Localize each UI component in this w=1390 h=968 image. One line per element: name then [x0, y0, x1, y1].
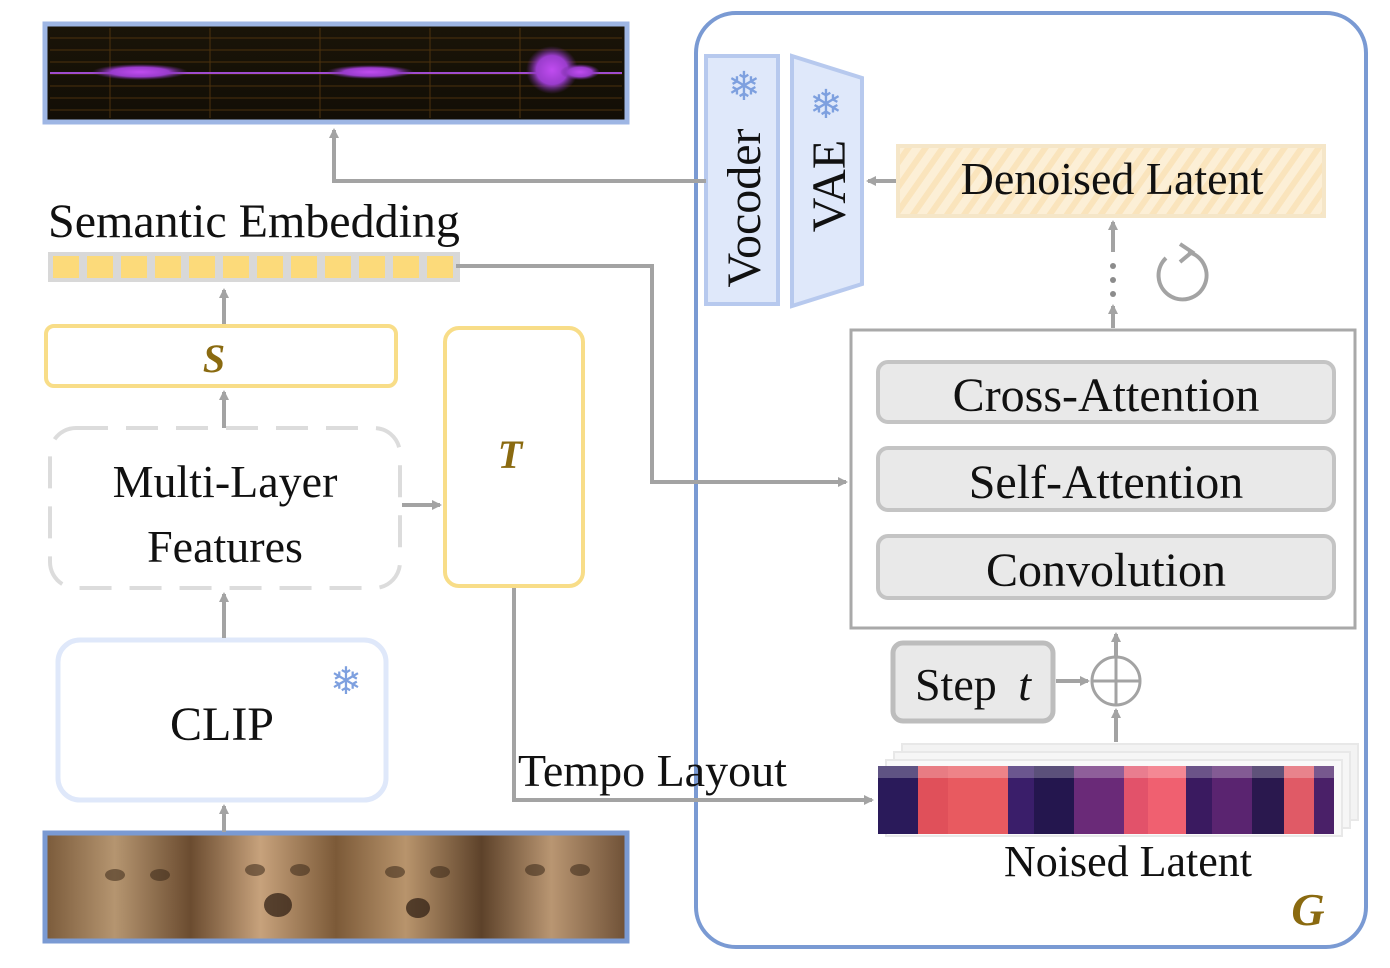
noised-latent-segment [1034, 766, 1074, 834]
noised-latent-stack [878, 743, 1359, 837]
embedding-cell [53, 256, 79, 278]
vae-decoder-box [790, 53, 864, 309]
arrow-t-to-noised-latent [512, 588, 874, 805]
embedding-cell [121, 256, 147, 278]
noised-latent-segment [1212, 766, 1252, 834]
denoised-latent-label: Denoised Latent [961, 153, 1264, 204]
embedding-cell [427, 256, 453, 278]
timestep-variable: t [1018, 659, 1032, 710]
vocoder-box [704, 54, 780, 306]
embedding-cell [189, 256, 215, 278]
audio-waveform-output [42, 21, 630, 125]
add-operator-icon [1090, 655, 1142, 707]
embedding-cell [87, 256, 113, 278]
embedding-cell [291, 256, 317, 278]
noised-latent-segment [1074, 766, 1124, 834]
noised-latent-segment [918, 766, 948, 834]
t-module-box [443, 326, 585, 588]
timestep-label: Step t [915, 659, 1032, 710]
arrow-embedding-to-cross-attention [456, 264, 848, 487]
noised-latent-segment [1148, 766, 1186, 834]
vocoder-label: Vocoder [718, 128, 771, 287]
tempo-layout-label: Tempo Layout [518, 745, 787, 796]
embedding-cell [393, 256, 419, 278]
multi-layer-label-line2: Features [147, 521, 303, 572]
self-attention-block [876, 446, 1336, 512]
embedding-cell [359, 256, 385, 278]
cross-attention-label: Cross-Attention [953, 369, 1260, 422]
convolution-block [876, 534, 1336, 600]
vae-frozen-icon: ❄ [809, 82, 843, 128]
clip-frozen-icon: ❄ [330, 659, 362, 703]
embedding-frame [48, 252, 460, 282]
noised-latent-highlight [878, 766, 1334, 778]
s-module-box [44, 324, 398, 388]
convolution-label: Convolution [986, 544, 1226, 597]
vae-label: VAE [803, 140, 856, 232]
t-module-label: T [498, 432, 524, 477]
multi-layer-label-line1: Multi-Layer [113, 456, 338, 507]
noised-latent-segment [1124, 766, 1148, 834]
clip-encoder-box [55, 637, 389, 803]
iteration-dots [1110, 263, 1116, 297]
loop-icon [1156, 242, 1209, 302]
embedding-cell [155, 256, 181, 278]
vocoder-frozen-icon: ❄ [727, 64, 761, 110]
timestep-word: Step [915, 659, 997, 710]
noised-latent-segment [878, 766, 918, 834]
semantic-embedding-vector [48, 252, 460, 282]
noised-latent-segment [948, 766, 1008, 834]
clip-label: CLIP [170, 698, 274, 751]
embedding-cell [257, 256, 283, 278]
s-module-label: S [203, 336, 225, 381]
self-attention-label: Self-Attention [969, 456, 1244, 509]
noised-latent-segment [1008, 766, 1034, 834]
noised-latent-segment [1252, 766, 1284, 834]
semantic-embedding-label: Semantic Embedding [48, 195, 460, 248]
embedding-cell [325, 256, 351, 278]
noised-latent-segment [1284, 766, 1314, 834]
noised-latent-segment [1186, 766, 1212, 834]
noised-latent-label: Noised Latent [1004, 837, 1252, 886]
timestep-box [890, 640, 1056, 724]
cross-attention-block [876, 360, 1336, 424]
arrow-vocoder-to-waveform [329, 128, 706, 183]
g-module-label: G [1291, 884, 1324, 935]
noised-latent-segment [1314, 766, 1334, 834]
denoised-latent-box [896, 144, 1326, 218]
input-video-frames [42, 830, 630, 944]
multi-layer-features-box [48, 426, 402, 590]
embedding-cell [223, 256, 249, 278]
